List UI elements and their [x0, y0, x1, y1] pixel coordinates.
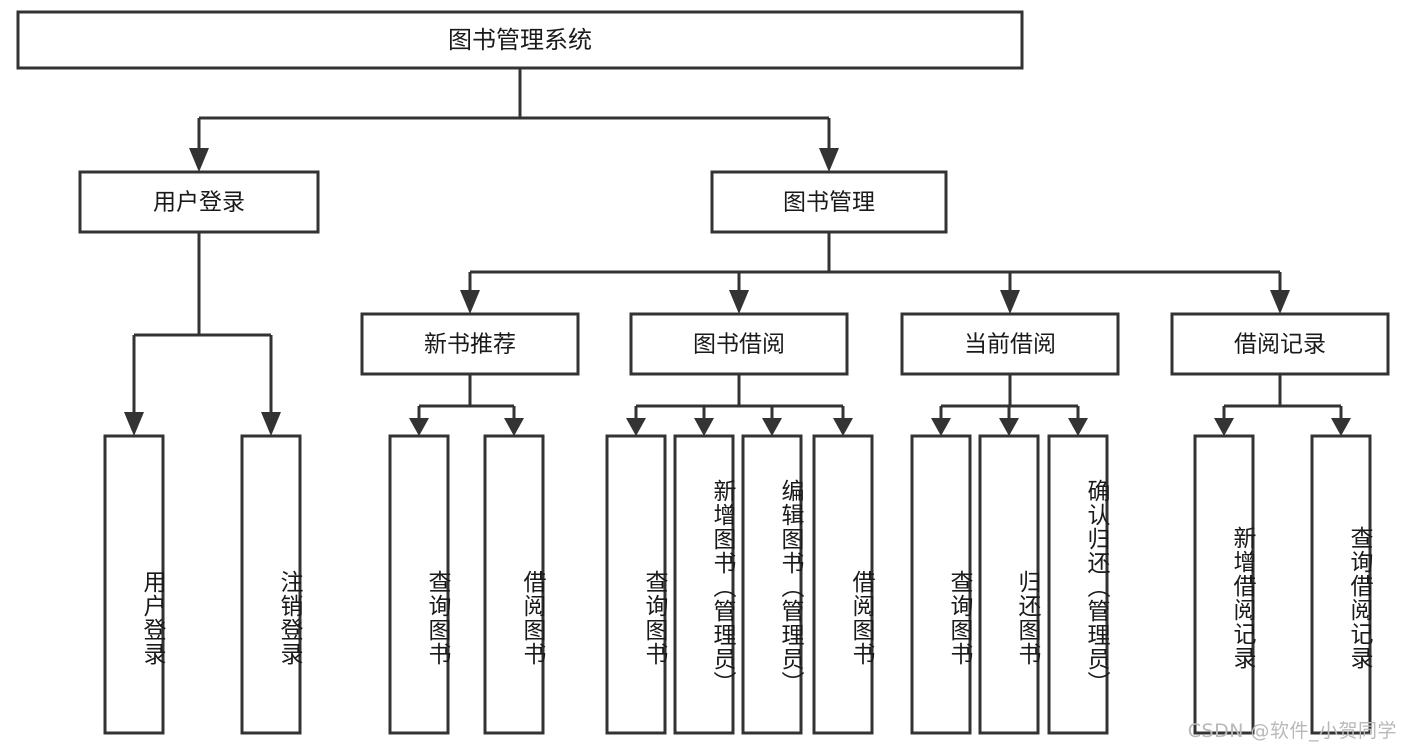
- arrow-icon-to-leaf-return-book: [999, 418, 1019, 436]
- csdn-watermark: CSDN @软件_小贺同学: [1187, 720, 1397, 742]
- arrow-icon-to-leaf-query-book-1: [409, 418, 429, 436]
- arrow-icon-to-book-borrow: [729, 290, 749, 314]
- arrow-icon-to-leaf-logout: [261, 412, 281, 436]
- node-new-book-rec-label: 新书推荐: [424, 332, 516, 358]
- node-leaf-borrow-book-2-box[interactable]: [812, 434, 874, 735]
- arrow-icon-to-leaf-query-book-2: [626, 418, 646, 436]
- connectors-layer: [132, 68, 1343, 418]
- node-root[interactable]: 图书管理系统: [16, 10, 1024, 70]
- node-book-manage-label: 图书管理: [783, 190, 875, 216]
- node-book-borrow-label: 图书借阅: [693, 332, 785, 358]
- node-leaf-user-login-box[interactable]: [103, 434, 165, 735]
- node-current-borrow[interactable]: 当前借阅: [900, 312, 1120, 376]
- arrow-icon-to-leaf-borrow-book-1: [504, 418, 524, 436]
- node-leaf-query-book-3-box[interactable]: [910, 434, 972, 735]
- node-leaf-add-book-box[interactable]: [673, 434, 735, 735]
- node-current-borrow-label: 当前借阅: [964, 332, 1056, 358]
- node-book-borrow[interactable]: 图书借阅: [629, 312, 849, 376]
- node-user-login[interactable]: 用户登录: [78, 170, 320, 234]
- node-leaf-return-book-box[interactable]: [978, 434, 1040, 735]
- node-leaf-query-book-1-box[interactable]: [388, 434, 450, 735]
- node-leaf-add-record-box[interactable]: [1193, 434, 1255, 735]
- nodes-layer: 图书管理系统 用户登录 图书管理 新书推荐 图书借阅: [16, 10, 1390, 735]
- arrow-icon-to-user-login: [189, 148, 209, 172]
- node-new-book-rec-box[interactable]: [360, 312, 580, 376]
- node-borrow-record[interactable]: 借阅记录: [1170, 312, 1390, 376]
- arrow-icon-to-current-borrow: [1000, 290, 1020, 314]
- node-book-borrow-box[interactable]: [629, 312, 849, 376]
- arrow-icon-to-book-manage: [819, 148, 839, 172]
- node-leaf-edit-book-box[interactable]: [741, 434, 803, 735]
- node-user-login-box[interactable]: [78, 170, 320, 234]
- arrow-icon-to-leaf-query-record: [1331, 418, 1351, 436]
- arrowheads-layer: [124, 148, 1351, 436]
- node-leaf-query-book-2-box[interactable]: [605, 434, 667, 735]
- node-new-book-rec[interactable]: 新书推荐: [360, 312, 580, 376]
- node-leaf-borrow-book-1-box[interactable]: [483, 434, 545, 735]
- node-leaf-logout-box[interactable]: [240, 434, 302, 735]
- node-book-manage[interactable]: 图书管理: [710, 170, 948, 234]
- arrow-icon-to-leaf-user-login: [124, 412, 144, 436]
- arrow-icon-to-leaf-query-book-3: [931, 418, 951, 436]
- arrow-icon-to-new-book-rec: [460, 290, 480, 314]
- node-root-label: 图书管理系统: [448, 26, 592, 54]
- arrow-icon-to-leaf-add-record: [1214, 418, 1234, 436]
- node-user-login-label: 用户登录: [153, 190, 245, 216]
- node-current-borrow-box[interactable]: [900, 312, 1120, 376]
- arrow-icon-to-leaf-add-book: [694, 418, 714, 436]
- node-book-manage-box[interactable]: [710, 170, 948, 234]
- node-leaf-confirm-return-box[interactable]: [1047, 434, 1109, 735]
- arrow-icon-to-borrow-record: [1270, 290, 1290, 314]
- node-borrow-record-box[interactable]: [1170, 312, 1390, 376]
- node-root-box[interactable]: [16, 10, 1024, 70]
- arrow-icon-to-leaf-confirm-return: [1068, 418, 1088, 436]
- node-leaf-query-record-box[interactable]: [1310, 434, 1372, 735]
- arrow-icon-to-leaf-borrow-book-2: [833, 418, 853, 436]
- node-borrow-record-label: 借阅记录: [1234, 332, 1326, 358]
- arrow-icon-to-leaf-edit-book: [762, 418, 782, 436]
